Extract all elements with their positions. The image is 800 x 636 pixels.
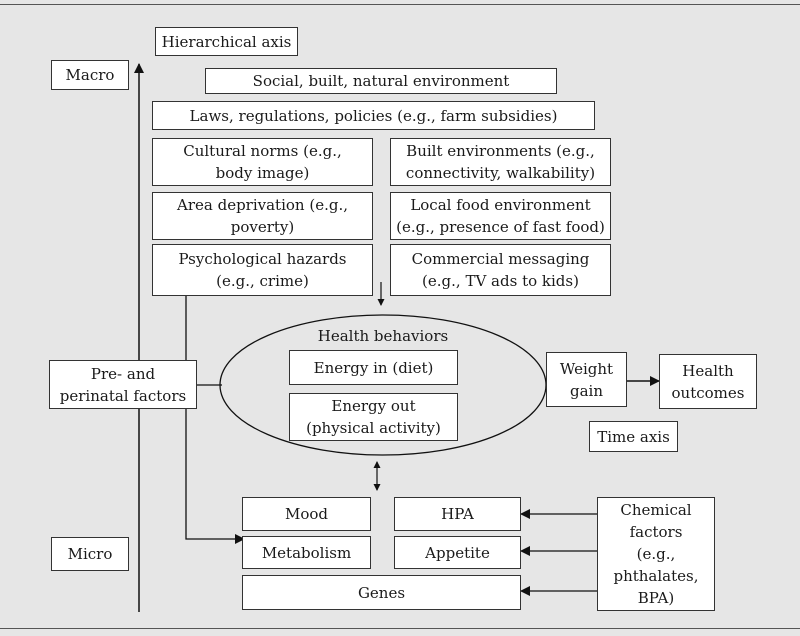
commercial-messaging-box: Commercial messaging (e.g., TV ads to ki… bbox=[390, 244, 611, 296]
built-environments-box: Built environments (e.g., connectivity, … bbox=[390, 138, 611, 186]
psychological-hazards-box: Psychological hazards (e.g., crime) bbox=[152, 244, 373, 296]
laws-box: Laws, regulations, policies (e.g., farm … bbox=[152, 101, 595, 130]
chemical-factors-box: Chemical factors (e.g., phthalates, BPA) bbox=[597, 497, 715, 611]
cultural-norms-box: Cultural norms (e.g., body image) bbox=[152, 138, 373, 186]
time-axis-label: Time axis bbox=[589, 421, 678, 452]
micro-label: Micro bbox=[51, 537, 129, 571]
energy-in-box: Energy in (diet) bbox=[289, 350, 458, 385]
social-environment-box: Social, built, natural environment bbox=[205, 68, 557, 94]
mood-box: Mood bbox=[242, 497, 371, 531]
bottom-border bbox=[0, 628, 800, 629]
genes-box: Genes bbox=[242, 575, 521, 610]
macro-label: Macro bbox=[51, 60, 129, 90]
hierarchical-axis-label: Hierarchical axis bbox=[155, 27, 298, 56]
appetite-box: Appetite bbox=[394, 536, 521, 569]
metabolism-box: Metabolism bbox=[242, 536, 371, 569]
energy-out-box: Energy out (physical activity) bbox=[289, 393, 458, 441]
weight-gain-box: Weight gain bbox=[546, 352, 627, 407]
area-deprivation-box: Area deprivation (e.g., poverty) bbox=[152, 192, 373, 240]
top-border bbox=[0, 4, 800, 5]
hpa-box: HPA bbox=[394, 497, 521, 531]
perinatal-factors-box: Pre- and perinatal factors bbox=[49, 360, 197, 409]
health-outcomes-box: Health outcomes bbox=[659, 354, 757, 409]
local-food-box: Local food environment (e.g., presence o… bbox=[390, 192, 611, 240]
hazards-to-metabolism-arrow bbox=[185, 296, 245, 544]
health-behaviors-title: Health behaviors bbox=[317, 327, 449, 345]
